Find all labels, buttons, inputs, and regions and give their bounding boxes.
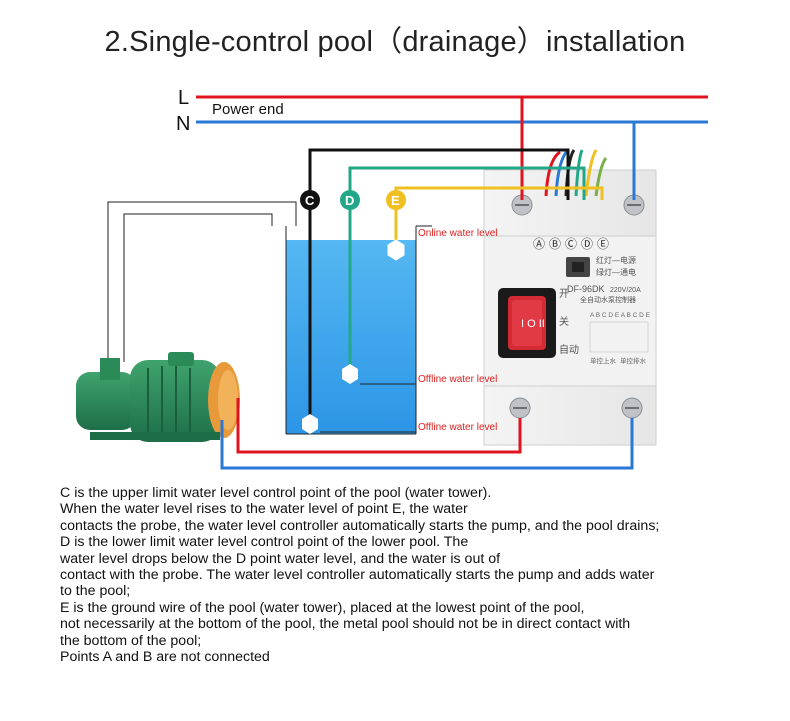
pump-live-wire xyxy=(236,398,522,454)
probe-d-badge xyxy=(340,190,360,210)
rating-label: 220V/20A xyxy=(610,287,641,294)
power-end-label: Power end xyxy=(212,101,284,118)
pump-inlet-pipe xyxy=(123,213,273,362)
model-label: DF-96DK xyxy=(567,284,605,294)
description-line: to the pool; xyxy=(60,583,131,600)
mode-right-label: 单控排水 xyxy=(620,356,647,365)
probe-c-badge xyxy=(300,190,320,210)
mode-terminal-letters: A B C D E A B C D E xyxy=(590,312,651,319)
description-line: water level drops below the D point wate… xyxy=(60,550,501,567)
offline-level-label-2: Offline water level xyxy=(418,422,497,433)
offline-level-label-1: Offline water level xyxy=(418,374,497,385)
description-line: contact with the probe. The water level … xyxy=(60,567,655,584)
probe-c-label: C xyxy=(305,193,315,208)
switch-auto-label: 自动 xyxy=(559,343,579,356)
svg-text:I O II: I O II xyxy=(521,318,545,330)
description-line: contacts the probe, the water level cont… xyxy=(60,517,660,534)
description-line: the bottom of the pool; xyxy=(60,632,202,649)
description-line: not necessarily at the bottom of the poo… xyxy=(60,616,631,633)
probe-e-tip xyxy=(387,239,405,261)
terminal-a: Ⓐ xyxy=(533,237,545,251)
indicator-green-label: 绿灯—通电 xyxy=(596,267,636,277)
page-title: 2.Single-control pool（drainage）installat… xyxy=(104,26,686,58)
controller-name-label: 全自动水泵控制器 xyxy=(580,295,636,304)
description-line: Points A and B are not connected xyxy=(60,649,270,666)
probe-e-badge xyxy=(386,190,406,210)
description-line: E is the ground wire of the pool (water … xyxy=(60,599,585,616)
description-line: When the water level rises to the water … xyxy=(60,501,468,518)
probe-d-tip xyxy=(342,364,358,384)
online-level-label: Online water level xyxy=(418,228,497,239)
switch-on-label: 开 xyxy=(559,289,569,300)
wiring-diagram: L N Power end Ⓐ Ⓑ Ⓒ Ⓓ Ⓔ 红灯—电源 绿灯—通电 DF-9… xyxy=(76,87,708,470)
pump-outlet-pipe xyxy=(107,201,297,362)
probe-c-tip xyxy=(302,414,318,434)
level-controller: Ⓐ Ⓑ Ⓒ Ⓓ Ⓔ 红灯—电源 绿灯—通电 DF-96DK 220V/20A 全… xyxy=(483,169,657,446)
description-line: D is the lower limit water level control… xyxy=(60,534,469,551)
switch-off-label: 关 xyxy=(559,315,569,328)
probe-e-label: E xyxy=(391,193,400,208)
probe-c-wire xyxy=(308,148,570,200)
pump-neutral-wire xyxy=(220,418,634,470)
terminal-c: Ⓒ xyxy=(565,237,577,251)
line-l-label: L xyxy=(178,87,189,109)
probe-d-wire xyxy=(348,166,586,200)
description-block: C is the upper limit water level control… xyxy=(60,485,760,665)
probe-d-label: D xyxy=(345,193,354,208)
description-line: C is the upper limit water level control… xyxy=(60,485,492,501)
terminal-b: Ⓑ xyxy=(549,237,561,251)
terminal-e: Ⓔ xyxy=(597,237,609,251)
mode-left-label: 单控上水 xyxy=(590,356,617,365)
terminal-d: Ⓓ xyxy=(581,237,593,251)
line-n-label: N xyxy=(176,113,190,135)
water-pump xyxy=(76,352,240,442)
indicator-red-label: 红灯—电源 xyxy=(596,255,636,265)
